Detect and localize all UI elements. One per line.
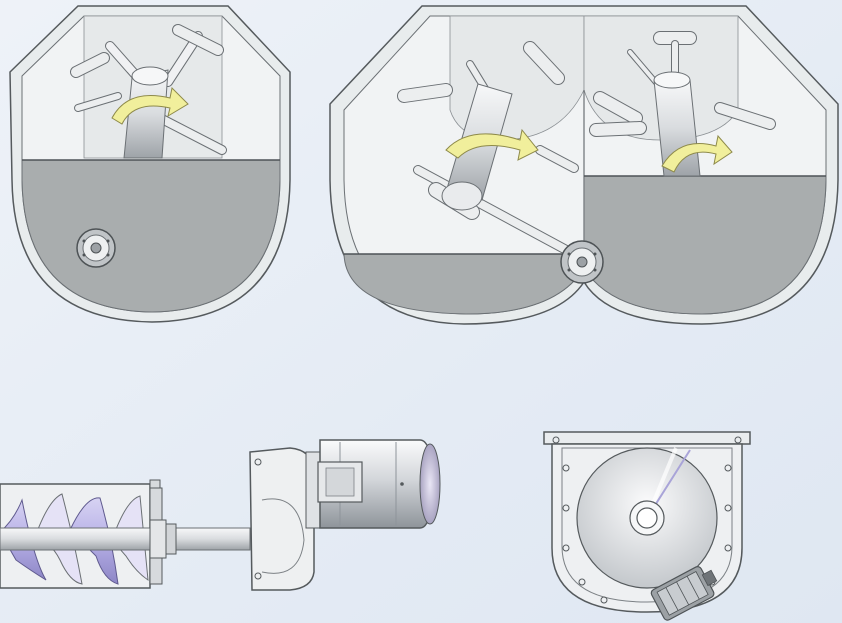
agitator-shaft (70, 24, 227, 159)
product-fill-left (343, 253, 585, 315)
inlet-flange (543, 431, 751, 445)
gearbox-housing (249, 447, 315, 591)
twin-shaft-mixer (329, 5, 839, 325)
conveyor-shaft (0, 527, 251, 551)
agitator-shaft-right (589, 31, 776, 177)
discharge-valve-icon (560, 240, 604, 284)
motor-fan-cover (419, 443, 441, 525)
rotary-valve (543, 431, 751, 621)
discharge-valve-icon (76, 228, 116, 268)
single-shaft-mixer (9, 5, 291, 323)
rotation-arrow-icon (445, 128, 539, 161)
rotation-arrow-icon (661, 134, 733, 173)
rotation-arrow-icon (111, 86, 189, 125)
product-fill-right (583, 175, 827, 315)
gear-motor (249, 439, 441, 591)
screw-conveyor (0, 479, 251, 589)
valve-drive (650, 566, 718, 621)
product-fill (21, 159, 281, 313)
